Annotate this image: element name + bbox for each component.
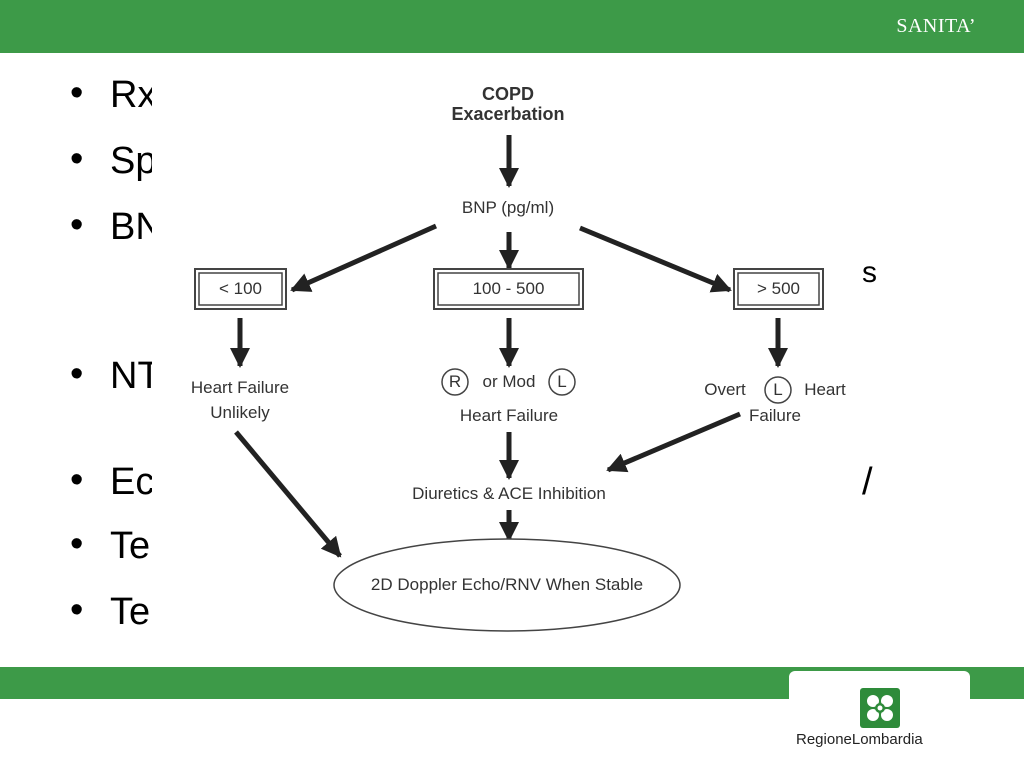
circle-r [441,368,469,396]
header-title: SANITA’ [896,15,976,37]
range-mid-label: 100 - 500 [472,279,545,298]
header-bar: SANITA’ [0,0,1024,53]
arrow-high-outcome-to-treatment [606,411,741,473]
treatment-node: Diuretics & ACE Inhibition [412,484,606,503]
bullet-item: • Rx [70,74,157,116]
bullet-dot: • [70,589,84,631]
range-mid-box-outer [433,268,584,310]
range-low-box-inner [198,272,283,306]
bullet-fragment: / [862,461,873,503]
outcome-low: Heart Failure Unlikely [160,375,320,425]
start-line1: COPD [481,84,534,104]
bullet-fragment: s [862,256,877,289]
bullet-item: • Ec [70,461,155,503]
range-high-box-outer [733,268,824,310]
circle-l-high-label: L [773,380,783,399]
logo-text: RegioneLombardia [796,731,923,748]
bullet-dot: • [70,353,84,395]
bullet-dot: • [70,72,84,114]
range-low-box-outer [194,268,287,310]
circle-l-high [764,376,792,404]
bullet-item: • Te [70,591,151,633]
bullet-text: Te [110,591,151,633]
start-line2: Exacerbation [451,104,565,124]
bullet-item: • Te [70,525,151,567]
outcome-high-overt: Overt [704,380,746,399]
bullet-item: • Sp [70,140,157,182]
measure-node: BNP (pg/ml) [461,198,555,217]
bullet-text: Sp [110,140,157,182]
regione-lombardia-logo-icon [860,688,900,728]
circle-r-label: R [448,372,462,391]
range-mid-box-inner [437,272,580,306]
range-high-box-inner [737,272,820,306]
start-node: COPD Exacerbation [408,84,608,124]
final-node-label: 2D Doppler Echo/RNV When Stable [370,575,644,594]
arrow-bnp-to-high [579,225,732,293]
outcome-mid-line2: Heart Failure [459,406,559,425]
bullet-text: Te [110,525,151,567]
outcome-high-line2: Failure [749,406,801,425]
circle-l-mid-label: L [557,372,567,391]
outcome-high-heart: Heart [804,380,846,399]
bullet-dot: • [70,459,84,501]
arrow-low-outcome-to-final [234,430,342,558]
range-low-label: < 100 [218,279,262,298]
circle-l-mid [548,368,576,396]
outcome-low-line2: Unlikely [210,403,270,422]
outcome-mid-or-mod: or Mod [482,372,536,391]
bullet-text: Rx [110,74,157,116]
range-high-label: > 500 [756,279,800,298]
bullet-dot: • [70,523,84,565]
final-ellipse [333,538,681,632]
bullet-text: Ec [110,461,155,503]
bullet-dot: • [70,138,84,180]
arrow-bnp-to-low [290,223,438,293]
outcome-low-line1: Heart Failure [190,378,290,397]
bullet-dot: • [70,204,84,246]
